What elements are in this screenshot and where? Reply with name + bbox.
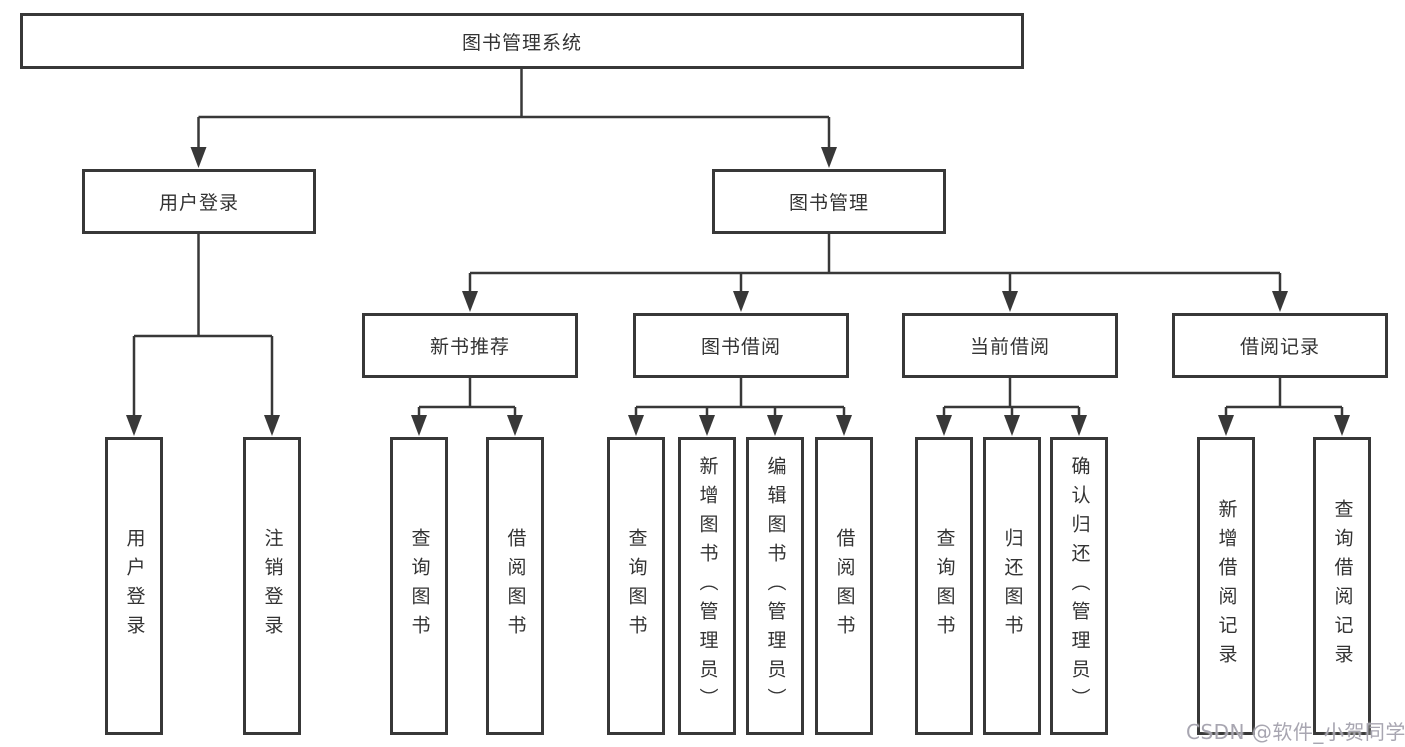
leaf-query-borrow-record: 查询借阅记录 xyxy=(1313,437,1371,735)
leaf-confirm-return-admin: 确认归还（管理员） xyxy=(1050,437,1108,735)
node-label: 查询图书 xyxy=(625,528,648,644)
node-label: 确认归还（管理员） xyxy=(1068,455,1091,717)
leaf-query-books-borrow: 查询图书 xyxy=(607,437,665,735)
node-label: 图书管理 xyxy=(788,192,869,214)
node-label: 用户登录 xyxy=(123,528,146,644)
arrowheads xyxy=(126,147,1350,436)
node-new-book-recommend: 新书推荐 xyxy=(362,313,578,378)
node-label: 借阅记录 xyxy=(1239,336,1320,358)
node-current-borrow: 当前借阅 xyxy=(902,313,1118,378)
node-label: 新书推荐 xyxy=(429,336,510,358)
leaf-return-books: 归还图书 xyxy=(983,437,1041,735)
node-label: 新增图书（管理员） xyxy=(696,455,719,717)
node-label: 注销登录 xyxy=(261,528,284,644)
node-label: 编辑图书（管理员） xyxy=(764,455,787,717)
node-label: 查询借阅记录 xyxy=(1331,499,1354,673)
leaf-query-books-recommend: 查询图书 xyxy=(390,437,448,735)
leaf-query-books-current: 查询图书 xyxy=(915,437,973,735)
leaf-borrow-books-recommend: 借阅图书 xyxy=(486,437,544,735)
node-label: 用户登录 xyxy=(158,192,239,214)
node-book-borrow: 图书借阅 xyxy=(633,313,849,378)
node-label: 借阅图书 xyxy=(504,528,527,644)
watermark: CSDN @软件_小贺同学 xyxy=(1186,720,1405,744)
node-label: 查询图书 xyxy=(408,528,431,644)
node-label: 查询图书 xyxy=(933,528,956,644)
node-borrow-records: 借阅记录 xyxy=(1172,313,1388,378)
leaf-logout: 注销登录 xyxy=(243,437,301,735)
node-label: 图书借阅 xyxy=(700,336,781,358)
node-user-login: 用户登录 xyxy=(82,169,316,234)
leaf-user-login: 用户登录 xyxy=(105,437,163,735)
leaf-edit-books-admin: 编辑图书（管理员） xyxy=(746,437,804,735)
leaf-add-books-admin: 新增图书（管理员） xyxy=(678,437,736,735)
leaf-add-borrow-record: 新增借阅记录 xyxy=(1197,437,1255,735)
leaf-borrow-books: 借阅图书 xyxy=(815,437,873,735)
node-label: 借阅图书 xyxy=(833,528,856,644)
node-book-management: 图书管理 xyxy=(712,169,946,234)
node-label: 图书管理系统 xyxy=(461,31,582,54)
node-library-management-system: 图书管理系统 xyxy=(20,13,1024,69)
node-label: 归还图书 xyxy=(1001,528,1024,644)
node-label: 当前借阅 xyxy=(969,336,1050,358)
node-label: 新增借阅记录 xyxy=(1215,499,1238,673)
